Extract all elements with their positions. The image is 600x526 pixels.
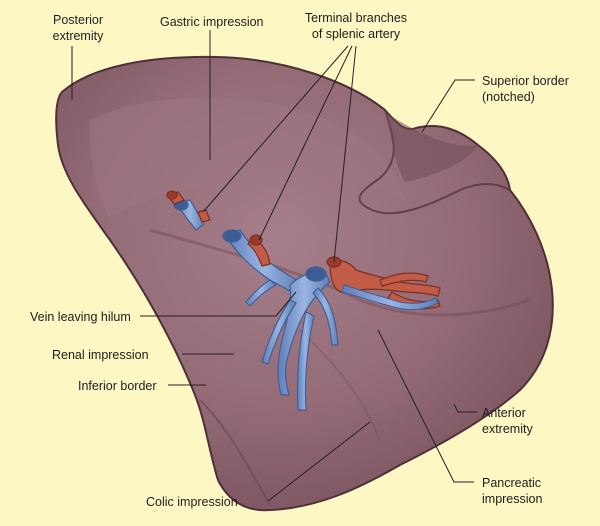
label-inferior-border: Inferior border [78, 379, 157, 393]
vein-middle-opening [222, 229, 242, 243]
vein-branch-right [312, 287, 339, 346]
label-superior-border: Superior border (notched) [482, 74, 569, 104]
hilum-ridge [149, 228, 531, 317]
leader-terminal-branch-3 [333, 45, 357, 263]
artery-upper-opening [166, 190, 178, 200]
artery-branch-1 [379, 272, 429, 287]
leader-pancreatic-impression [377, 329, 474, 483]
gastric-concavity [89, 97, 405, 220]
vein-branch-left [261, 299, 297, 365]
leader-colic-impression [267, 421, 371, 502]
inferior-border-shade [199, 399, 271, 506]
artery-middle-branch [197, 209, 211, 223]
leader-superior-border [421, 79, 475, 133]
vein-overlay-right [341, 284, 439, 311]
label-anterior-extremity: Anterior extremity [482, 406, 533, 436]
vein-main-opening [305, 266, 327, 282]
vein-branch-lower [296, 311, 315, 411]
label-vein-leaving-hilum: Vein leaving hilum [30, 310, 131, 324]
vein-branch-upper-left [245, 279, 278, 307]
label-renal-impression: Renal impression [52, 348, 149, 362]
label-terminal-branches: Terminal branches of splenic artery [304, 11, 408, 41]
hilar-veins [173, 199, 339, 411]
leader-terminal-branch-2 [258, 45, 353, 241]
artery-hilar-opening [249, 234, 263, 246]
superior-notch [358, 109, 511, 215]
label-pancreatic-impression: Pancreatic impression [482, 476, 543, 506]
notch-shade [385, 112, 478, 182]
label-posterior-extremity: Posterior extremity [52, 13, 104, 43]
leader-lines [71, 30, 477, 502]
leader-anterior-extremity [453, 403, 477, 413]
label-gastric-impression: Gastric impression [160, 15, 264, 29]
leader-vein-hilum [140, 291, 297, 317]
label-colic-impression: Colic impression [146, 495, 238, 509]
leader-terminal-branch-1 [202, 45, 349, 213]
